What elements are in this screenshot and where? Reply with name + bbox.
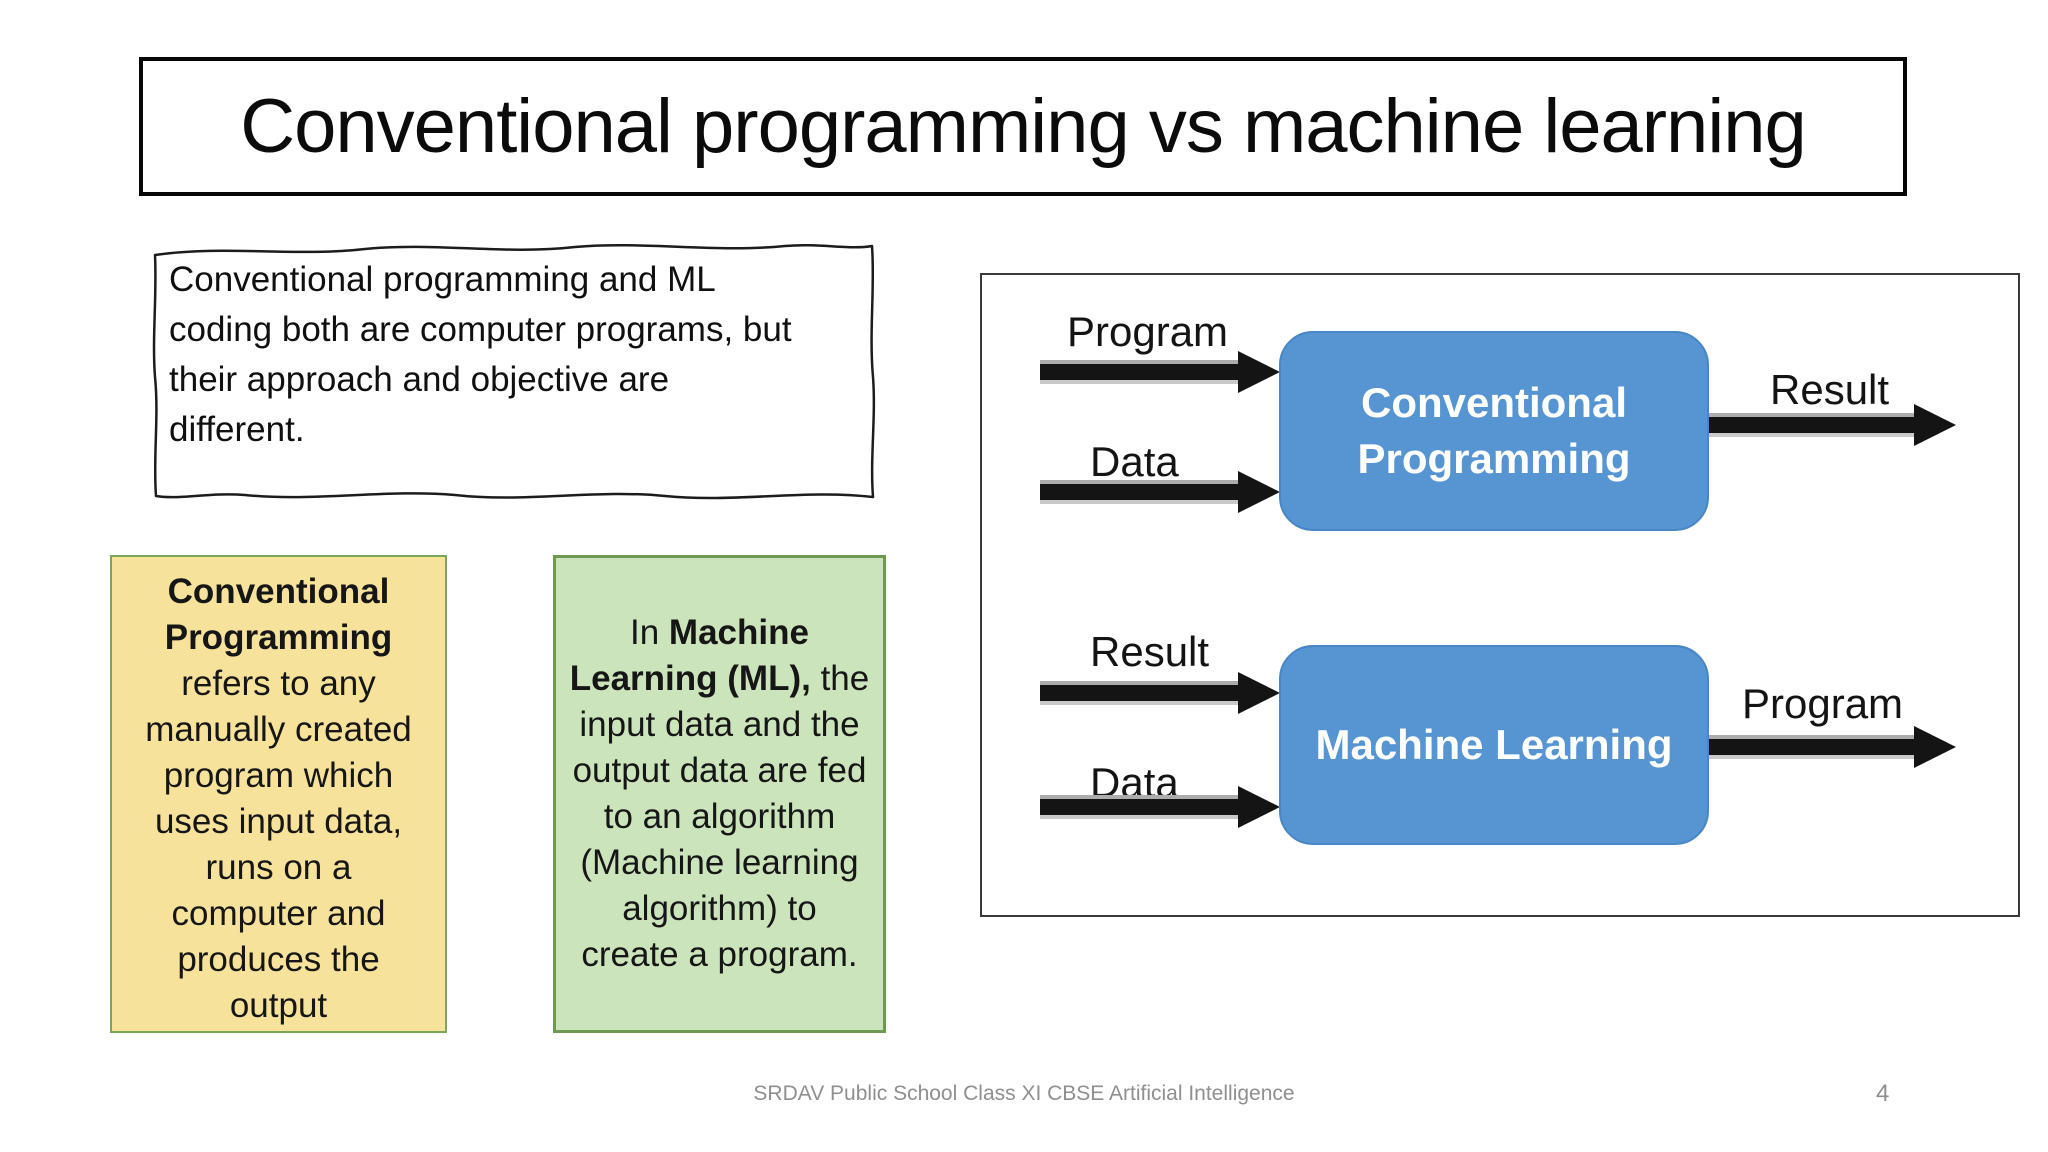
title-box: Conventional programming vs machine lear… (139, 57, 1907, 196)
process-box-conventional-programming: Conventional Programming (1279, 331, 1709, 531)
card-conventional-programming: Conventional Programming refers to any m… (110, 555, 447, 1033)
diagram-panel: Program Data Conventional Programming Re… (980, 273, 2020, 917)
card-body: refers to any manually created program w… (145, 664, 412, 1025)
flow2-output-arrow (1709, 739, 1956, 755)
flow2-input-label-result: Result (1090, 628, 1210, 675)
process-box-label: Conventional Programming (1357, 379, 1631, 482)
card-ml-text: In Machine Learning (ML), the input data… (569, 613, 870, 974)
flow2-input-label-data: Data (1090, 759, 1179, 806)
flow2-output-label-program: Program (1742, 680, 1904, 727)
page-number: 4 (1876, 1080, 1890, 1107)
flow1-input-label-program: Program (1067, 308, 1229, 355)
flow2-input-arrow-2 (1040, 799, 1280, 815)
sketch-border (152, 243, 876, 500)
flow1-output-label-result: Result (1770, 366, 1890, 413)
flow2-input-arrow-1 (1040, 685, 1280, 701)
process-box-machine-learning: Machine Learning (1279, 645, 1709, 845)
card-machine-learning: In Machine Learning (ML), the input data… (553, 555, 886, 1033)
footer-text: SRDAV Public School Class XI CBSE Artifi… (753, 1082, 1295, 1105)
sketch-note: Conventional programming and ML coding b… (145, 237, 882, 513)
flow1-input-arrow-2 (1040, 484, 1280, 500)
flow1-input-arrow-1 (1040, 364, 1280, 380)
flow1-input-label-data: Data (1090, 438, 1179, 485)
note-text: Conventional programming and ML coding b… (169, 260, 792, 449)
flow1-output-arrow (1709, 417, 1956, 433)
page-title: Conventional programming vs machine lear… (240, 83, 1807, 169)
card-heading: Conventional Programming (164, 572, 393, 657)
process-box-label: Machine Learning (1315, 721, 1673, 768)
